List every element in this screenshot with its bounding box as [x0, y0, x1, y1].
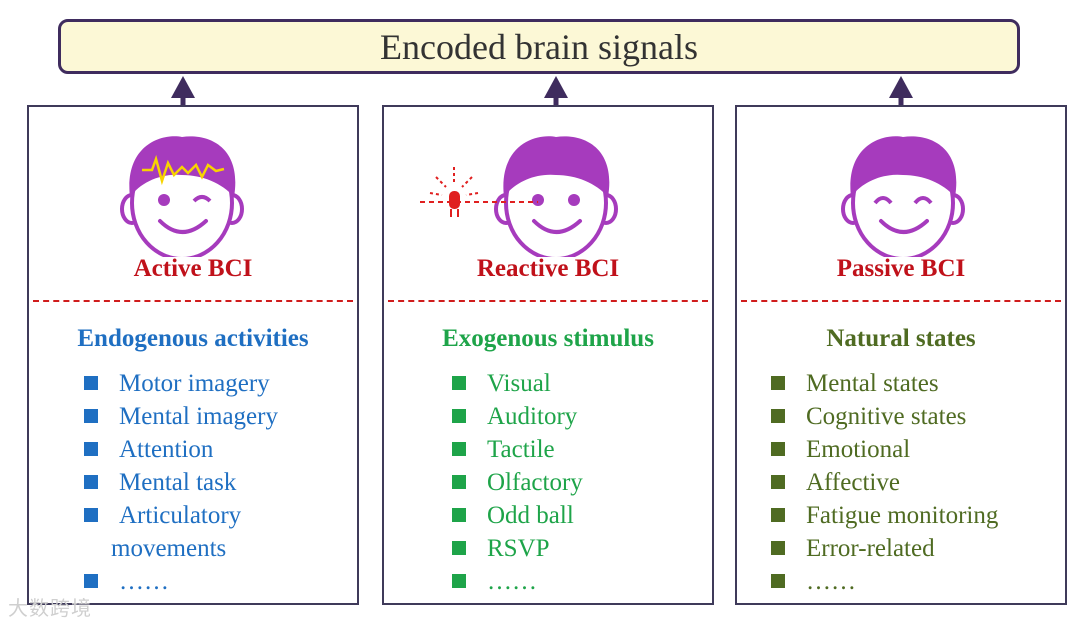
reactive-face-icon [420, 136, 618, 257]
banner-title: Encoded brain signals [380, 26, 698, 67]
encoded-brain-signals-banner: Encoded brain signals [58, 19, 1020, 74]
active-face-icon [120, 136, 244, 257]
square-bullet-icon [84, 508, 98, 522]
square-bullet-icon [84, 574, 98, 588]
list-item: Mental imagery [84, 400, 278, 433]
list-item: Mental task [84, 466, 278, 499]
watermark-text: 大数跨境 [8, 596, 92, 620]
list-item: Tactile [452, 433, 583, 466]
passive-item-list: Mental states Cognitive states Emotional… [771, 367, 998, 598]
square-bullet-icon [452, 376, 466, 390]
passive-bci-title: Passive BCI [836, 255, 966, 282]
square-bullet-icon [452, 442, 466, 456]
passive-bci-panel: Passive BCI Natural states Mental states… [735, 105, 1067, 605]
active-item-list: Motor imagery Mental imagery Attention M… [84, 367, 278, 598]
square-bullet-icon [452, 508, 466, 522]
passive-face-icon [841, 136, 965, 257]
divider [388, 300, 708, 302]
square-bullet-icon [452, 541, 466, 555]
active-subtitle: Endogenous activities [77, 325, 309, 352]
divider [741, 300, 1061, 302]
active-bci-title: Active BCI [133, 255, 253, 282]
square-bullet-icon [771, 376, 785, 390]
list-item: Olfactory [452, 466, 583, 499]
list-item: Fatigue monitoring [771, 499, 998, 532]
square-bullet-icon [84, 376, 98, 390]
reactive-bci-title: Reactive BCI [476, 255, 620, 282]
passive-subtitle: Natural states [826, 325, 976, 352]
square-bullet-icon [452, 475, 466, 489]
list-item: Affective [771, 466, 998, 499]
square-bullet-icon [771, 541, 785, 555]
square-bullet-icon [771, 508, 785, 522]
list-item: Attention [84, 433, 278, 466]
list-item: RSVP [452, 532, 583, 565]
square-bullet-icon [771, 442, 785, 456]
reactive-item-list: Visual Auditory Tactile Olfactory Odd ba… [452, 367, 583, 598]
active-bci-panel: Active BCI Endogenous activities Motor i… [27, 105, 359, 605]
square-bullet-icon [771, 409, 785, 423]
square-bullet-icon [771, 475, 785, 489]
watermark: 大数跨境 [8, 592, 92, 621]
list-item: Motor imagery [84, 367, 278, 400]
square-bullet-icon [452, 409, 466, 423]
list-item: Emotional [771, 433, 998, 466]
square-bullet-icon [452, 574, 466, 588]
light-stimulus-icon [420, 167, 538, 217]
divider [33, 300, 353, 302]
list-item: Visual [452, 367, 583, 400]
list-item: Mental states [771, 367, 998, 400]
list-item: Auditory [452, 400, 583, 433]
list-item: Cognitive states [771, 400, 998, 433]
list-item: Odd ball [452, 499, 583, 532]
square-bullet-icon [84, 409, 98, 423]
list-item: …… [771, 565, 998, 598]
square-bullet-icon [84, 442, 98, 456]
reactive-bci-panel: Reactive BCI Exogenous stimulus Visual A… [382, 105, 714, 605]
reactive-subtitle: Exogenous stimulus [442, 325, 654, 352]
list-item: Error-related [771, 532, 998, 565]
square-bullet-icon [771, 574, 785, 588]
list-item: …… [84, 565, 278, 598]
list-item: …… [452, 565, 583, 598]
square-bullet-icon [84, 475, 98, 489]
